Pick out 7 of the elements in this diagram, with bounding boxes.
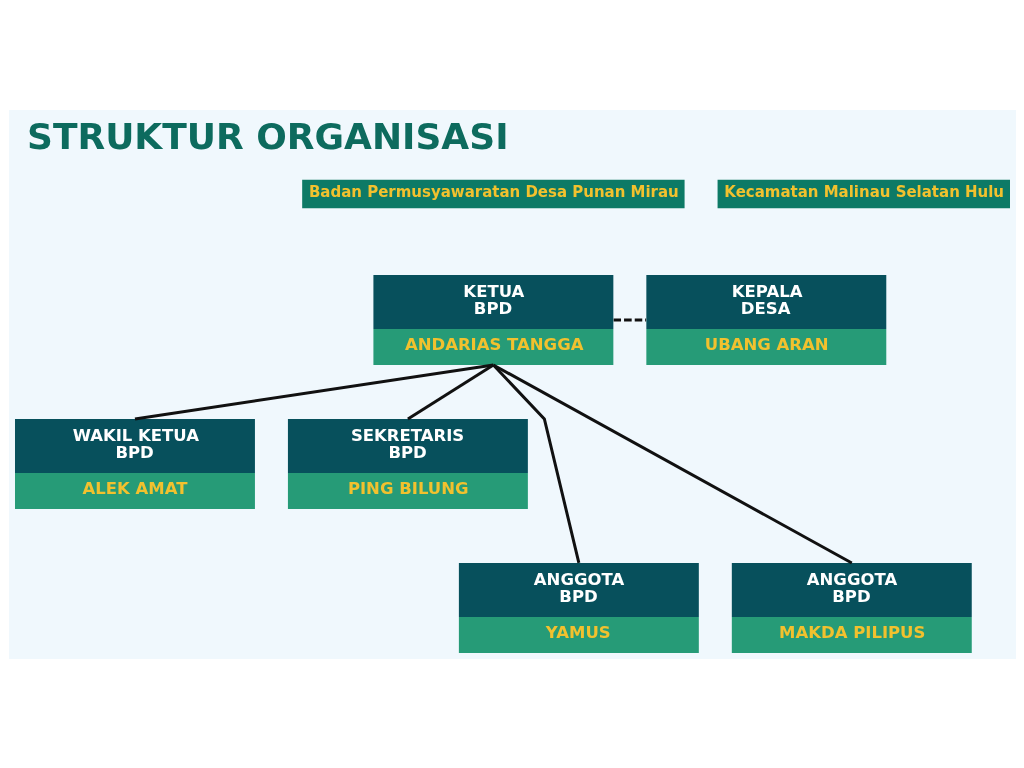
connector [492, 363, 852, 564]
label: Kecamatan Malinau Selatan Hulu [723, 182, 1004, 201]
diagram-title: STRUKTUR ORGANISASI [26, 115, 509, 157]
connector [613, 318, 646, 321]
label: Badan Permusyawaratan Desa Punan Mirau [308, 182, 679, 201]
connector [134, 363, 494, 420]
connector [406, 363, 494, 420]
